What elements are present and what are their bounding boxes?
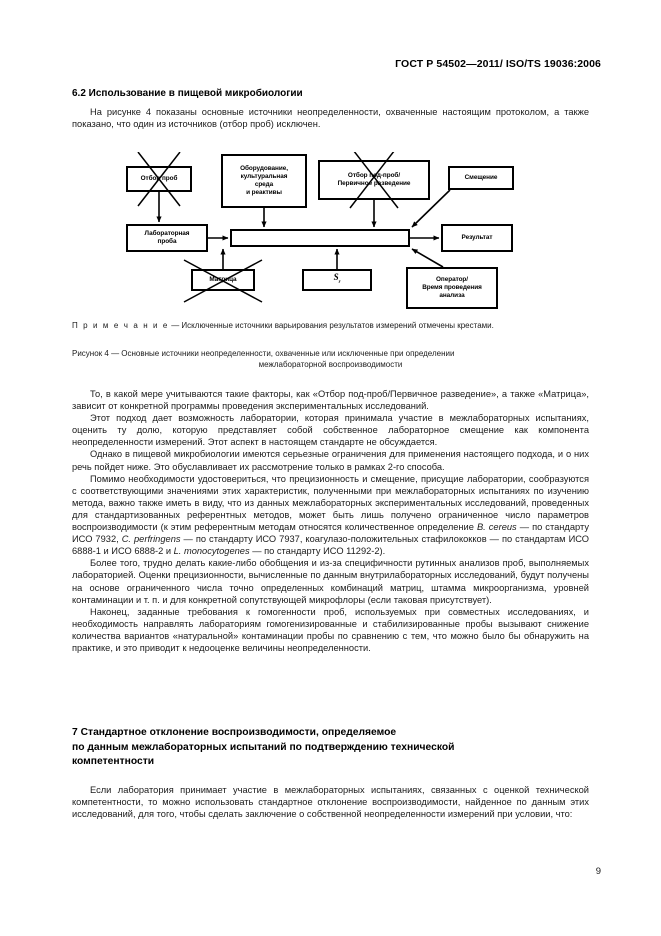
diagram-box-matritsa-label: Матрица <box>209 275 237 283</box>
figure-caption-line-2: межлабораторной воспроизводимости <box>258 360 403 369</box>
diagram-box-operator-label-3: анализа <box>439 292 465 300</box>
body-paragraphs: То, в какой мере учитываются такие факто… <box>72 388 589 654</box>
paragraph-intro: На рисунке 4 показаны основные источники… <box>72 107 589 130</box>
section-7-intro: Если лаборатория принимает участие в меж… <box>72 784 589 820</box>
diagram-box-oborudovanie-label-3: среда <box>254 181 274 188</box>
species-c-perfringens: C. perfringens <box>121 534 181 545</box>
diagram-box-otbor-pod-prob: Отбор под-проб/ Первичное разведение <box>318 160 430 200</box>
diagram-box-oborudovanie-label-2: культуральная <box>240 172 288 180</box>
diagram-box-laboratornaya-proba-label-1: Лабораторная <box>144 229 190 237</box>
diagram-box-operator-label-1: Оператор/ <box>435 275 469 283</box>
figure-4-diagram: Отбор проб Оборудование, культуральная с… <box>118 152 548 310</box>
diagram-box-laboratornaya-proba: Лабораторная проба <box>126 224 208 252</box>
diagram-box-matritsa: Матрица <box>191 269 255 291</box>
paragraph-4: Помимо необходимости удостовериться, что… <box>72 473 589 558</box>
figure-caption-line-1: Рисунок 4 — Основные источники неопредел… <box>72 349 455 358</box>
page-number: 9 <box>595 866 601 877</box>
diagram-box-otbor-pod-prob-label-2: Первичное разведение <box>337 180 411 187</box>
paragraph-4-part-2: — по стандарту ИСО 7932, <box>72 522 589 545</box>
section-heading-7-line-1: 7 Стандартное отклонение воспроизводимос… <box>72 727 397 738</box>
diagram-box-otbor-prob: Отбор проб <box>126 166 192 192</box>
diagram-box-otbor-prob-label: Отбор проб <box>140 174 178 182</box>
paragraph-4-part-3: — по стандарту ИСО 7937, коагулазо-полож… <box>72 534 589 557</box>
document-header: ГОСТ Р 54502—2011/ ISO/TS 19036:2006 <box>395 58 601 70</box>
diagram-box-smeshchenie: Смещение <box>448 166 514 190</box>
paragraph-3: Однако в пищевой микробиологии имеются с… <box>72 449 589 472</box>
species-l-monocytogenes: L. monocytogenes <box>173 546 250 557</box>
diagram-box-oborudovanie-label-1: Оборудование, <box>240 164 288 172</box>
diagram-box-smeshchenie-label: Смещение <box>464 173 498 181</box>
paragraph-4-part-4: — по стандарту ИСО 11292-2). <box>249 546 386 557</box>
section-heading-7: 7 Стандартное отклонение воспроизводимос… <box>72 726 592 770</box>
paragraph-1: То, в какой мере учитываются такие факто… <box>72 389 589 412</box>
figure-note-text: — Исключенные источники варьирования рез… <box>168 321 494 330</box>
section-6-2-intro: На рисунке 4 показаны основные источники… <box>72 106 589 130</box>
diagram-box-operator-label-2: Время проведения <box>422 283 482 291</box>
diagram-box-oborudovanie-label-4: и реактивы <box>246 189 282 197</box>
section-heading-7-line-2: по данным межлабораторных испытаний по п… <box>72 741 455 753</box>
section-heading-6-2: 6.2 Использование в пищевой микробиологи… <box>72 88 303 99</box>
diagram-box-oborudovanie: Оборудование, культуральная среда и реак… <box>221 154 307 208</box>
figure-note-label: П р и м е ч а н и е <box>72 321 169 330</box>
paragraph-4-part-1: Помимо необходимости удостовериться, что… <box>72 473 589 533</box>
diagram-box-sr: Sr <box>302 269 372 291</box>
species-b-cereus: B. cereus <box>476 522 517 533</box>
paragraph-5: Более того, трудно делать какие-либо обо… <box>72 558 589 605</box>
paragraph-6: Наконец, заданные требования к гомогенно… <box>72 606 589 653</box>
diagram-box-operator: Оператор/ Время проведения анализа <box>406 267 498 309</box>
paragraph-7-intro: Если лаборатория принимает участие в меж… <box>72 785 589 820</box>
section-heading-7-line-3: компетентности <box>72 756 155 767</box>
diagram-box-rezultat: Результат <box>441 224 513 252</box>
paragraph-2: Этот подход дает возможность лаборатории… <box>72 413 589 448</box>
figure-caption: Рисунок 4 — Основные источники неопредел… <box>72 348 589 370</box>
diagram-box-laboratornaya-proba-label-2: проба <box>157 238 177 245</box>
figure-note: П р и м е ч а н и е — Исключенные источн… <box>72 320 589 331</box>
diagram-process-bar <box>230 229 410 247</box>
diagram-box-sr-label: Sr <box>333 272 341 285</box>
diagram-box-otbor-pod-prob-label-1: Отбор под-проб/ <box>347 171 401 179</box>
diagram-box-rezultat-label: Результат <box>461 233 493 241</box>
